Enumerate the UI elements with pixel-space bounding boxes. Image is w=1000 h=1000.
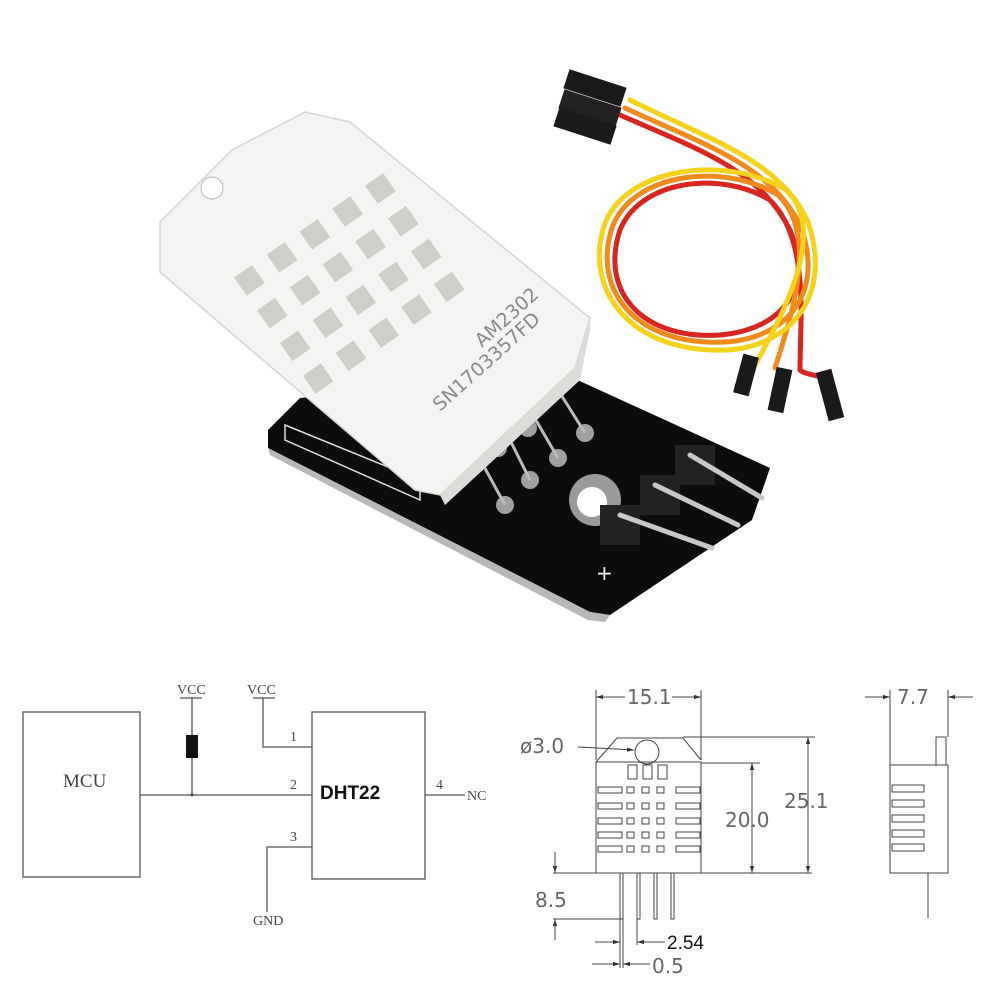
bottom-connectors xyxy=(733,353,845,422)
pullup-resistor xyxy=(186,735,198,758)
dim-total-height: 25.1 xyxy=(784,789,829,813)
gnd-label: GND xyxy=(253,914,283,929)
mcu-label: MCU xyxy=(63,771,107,792)
dimension-drawing: 15.1 ø3.0 25.1 20.0 8.5 2.54 0.5 xyxy=(520,685,973,978)
dim-pin-pitch: 2.54 xyxy=(667,933,704,954)
nc-label: NC xyxy=(467,789,486,804)
header-pins xyxy=(600,445,765,551)
vcc-resistor-label: VCC xyxy=(177,683,206,698)
dim-hole-diameter: ø3.0 xyxy=(520,734,564,758)
dim-pin-length: 8.5 xyxy=(535,888,567,912)
dim-depth: 7.7 xyxy=(897,685,929,709)
pin-1-label: 1 xyxy=(290,730,297,745)
sensor-body: AM2302 SN1703357FD xyxy=(159,111,591,505)
chip-label: DHT22 xyxy=(320,783,380,804)
wiring-schematic: MCU VCC VCC DHT22 1 2 3 GND 4 NC xyxy=(22,683,486,929)
product-photo: + AM2302 SN1703357FD xyxy=(159,69,845,622)
top-connectors xyxy=(553,69,627,145)
vcc-pin1-label: VCC xyxy=(247,683,276,698)
jumper-cable xyxy=(597,97,833,383)
mounting-hole xyxy=(200,176,224,200)
pin-3-label: 3 xyxy=(290,830,297,845)
pin-4-label: 4 xyxy=(436,778,443,793)
pin-2-label: 2 xyxy=(290,778,297,793)
dim-width: 15.1 xyxy=(627,685,672,709)
vent-grid xyxy=(234,173,465,394)
mcu-box xyxy=(22,711,141,878)
dim-pin-width: 0.5 xyxy=(652,954,684,978)
dim-body-height: 20.0 xyxy=(725,808,770,832)
pcb-plus-label: + xyxy=(596,561,613,585)
